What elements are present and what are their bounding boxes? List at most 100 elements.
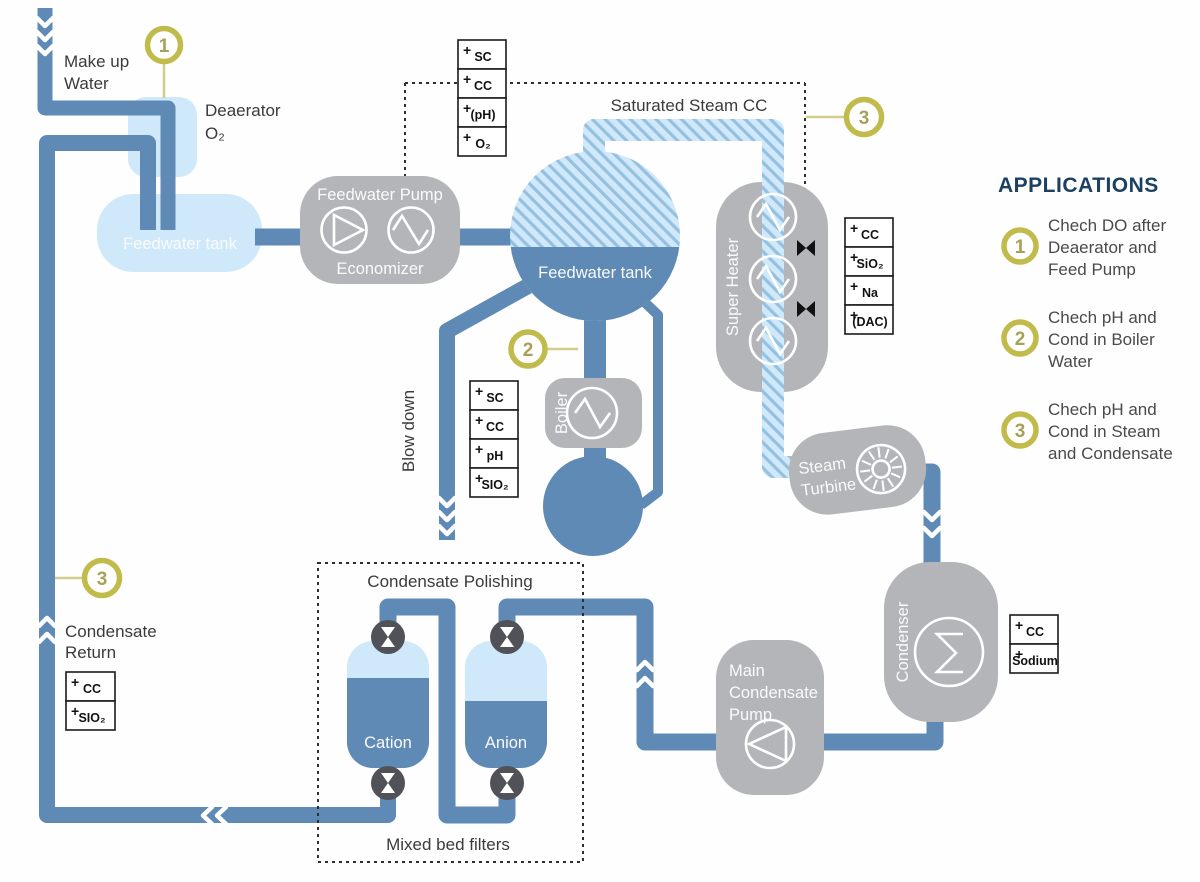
param-label: Sodium xyxy=(1012,654,1058,668)
boiler-coil-icon xyxy=(565,386,619,440)
deaerator-label: O₂ xyxy=(205,124,225,143)
legend-marker-1 xyxy=(1001,227,1039,265)
super-heater-label: Super Heater xyxy=(724,237,742,336)
pipe-anion-to-cation xyxy=(379,598,516,824)
marker-number: 2 xyxy=(523,340,534,361)
pipe-condensate-return xyxy=(39,135,396,823)
param-box-boiler-water: +SC +CC +pH +SIO₂ xyxy=(469,380,519,498)
arrow-riser-up xyxy=(634,659,656,689)
param-label: CC xyxy=(474,79,492,93)
marker-3-return: 3 xyxy=(55,557,123,599)
legend-text: Cond in Steam xyxy=(1048,422,1160,441)
condenser-icon xyxy=(913,616,985,688)
deaerator-label: Deaerator xyxy=(205,101,281,120)
marker-2: 2 xyxy=(508,329,578,369)
param-label: SC xyxy=(486,391,503,405)
arrow-blowdown-down xyxy=(436,495,458,537)
arrow-return-up xyxy=(36,615,58,645)
applications-legend: APPLICATIONS 1 Chech DO after Deaerator … xyxy=(998,174,1173,463)
cation-label: Cation xyxy=(364,734,412,752)
applications-title: APPLICATIONS xyxy=(998,174,1159,197)
boiler-unit xyxy=(545,378,642,448)
boiler-drum xyxy=(510,151,680,321)
marker-3-steam: 3 xyxy=(806,96,885,138)
anion-label: Anion xyxy=(485,734,527,752)
super-heater-coils xyxy=(748,192,798,366)
plus-sign: + xyxy=(1015,617,1023,633)
heat-exchanger-icon xyxy=(387,206,435,254)
condensate-return-label: Return xyxy=(65,643,116,662)
marker-number: 3 xyxy=(97,569,108,590)
turbine-icon xyxy=(855,443,907,495)
svg-text:Steam: Steam xyxy=(797,454,847,478)
plus-sign: + xyxy=(463,100,471,116)
param-box-condensate-return: +CC +SIO₂ xyxy=(65,671,116,731)
mud-drum xyxy=(543,456,643,556)
legend-text: Water xyxy=(1048,352,1093,371)
legend-number: 1 xyxy=(1015,237,1026,258)
param-label: CC xyxy=(83,682,101,696)
plus-sign: + xyxy=(463,42,471,58)
economizer-label: Economizer xyxy=(336,260,424,278)
plus-sign: + xyxy=(850,307,858,323)
boiler-label: Boiler xyxy=(553,391,571,434)
plus-sign: + xyxy=(463,129,471,145)
legend-text: Deaerator and xyxy=(1048,238,1157,257)
feedwater-tank-shell xyxy=(97,194,262,272)
plus-sign: + xyxy=(475,441,483,457)
pipe-boiler-riser xyxy=(632,290,663,509)
plus-sign: + xyxy=(71,703,79,719)
legend-text: and Condensate xyxy=(1048,444,1173,463)
plus-sign: + xyxy=(850,278,858,294)
legend-marker-3 xyxy=(1001,411,1039,449)
param-label: SiO₂ xyxy=(856,257,883,271)
pump-icon xyxy=(320,206,368,254)
plus-sign: + xyxy=(850,220,858,236)
feedwater-pump-unit xyxy=(300,176,460,284)
legend-text: Chech pH and xyxy=(1048,400,1157,419)
make-up-water-label: Water xyxy=(64,74,109,93)
condensate-polishing-label: Condensate Polishing xyxy=(367,572,532,591)
vessel-valves xyxy=(371,620,524,800)
param-label: pH xyxy=(487,449,504,463)
feedwater-pump-label: Feedwater Pump xyxy=(317,186,443,204)
main-condensate-pump-label: Main xyxy=(729,662,765,680)
param-box-steam: +CC +SiO₂ +Na +(DAC) xyxy=(844,217,894,335)
condenser-label: Condenser xyxy=(894,601,912,682)
param-box-after-deaerator: +SC +CC +(pH) +O₂ xyxy=(457,39,507,157)
main-condensate-pump-label: Pump xyxy=(729,706,772,724)
pipe-saturated-steam xyxy=(583,119,800,478)
param-label: O₂ xyxy=(475,137,490,151)
pipe-makeup-water xyxy=(37,8,176,230)
pump-triangle-icon xyxy=(332,212,366,248)
flow-arrows xyxy=(34,15,943,827)
condensate-return-label: Condensate xyxy=(65,622,157,641)
make-up-water-label: Make up xyxy=(64,52,129,71)
plus-sign: + xyxy=(463,71,471,87)
legend-number: 2 xyxy=(1015,329,1026,350)
plus-sign: + xyxy=(475,470,483,486)
blow-down-label: Blow down xyxy=(399,390,418,472)
param-label: SIO₂ xyxy=(481,478,508,492)
param-box-condensate: +CC +Sodium xyxy=(1009,614,1059,674)
param-label: SC xyxy=(474,50,491,64)
valve-icon xyxy=(490,766,524,800)
valve-icon xyxy=(371,620,405,654)
legend-text: Chech DO after xyxy=(1048,216,1166,235)
arrow-condenser-down xyxy=(921,509,943,539)
boiler-drum-label: Feedwater tank xyxy=(538,264,652,282)
feedwater-tank-label: Feedwater tank xyxy=(123,235,237,253)
main-condensate-pump-unit xyxy=(716,640,824,795)
plus-sign: + xyxy=(475,412,483,428)
plus-sign: + xyxy=(850,249,858,265)
pipe-condensate-to-anion xyxy=(498,598,944,751)
pipe-blowdown xyxy=(439,279,532,540)
legend-text: Cond in Boiler xyxy=(1048,330,1155,349)
legend-text: Feed Pump xyxy=(1048,260,1136,279)
marker-number: 1 xyxy=(159,36,170,57)
plus-sign: + xyxy=(71,674,79,690)
legend-marker-2 xyxy=(1001,319,1039,357)
anion-vessel xyxy=(465,641,547,768)
valve-icon xyxy=(490,620,524,654)
